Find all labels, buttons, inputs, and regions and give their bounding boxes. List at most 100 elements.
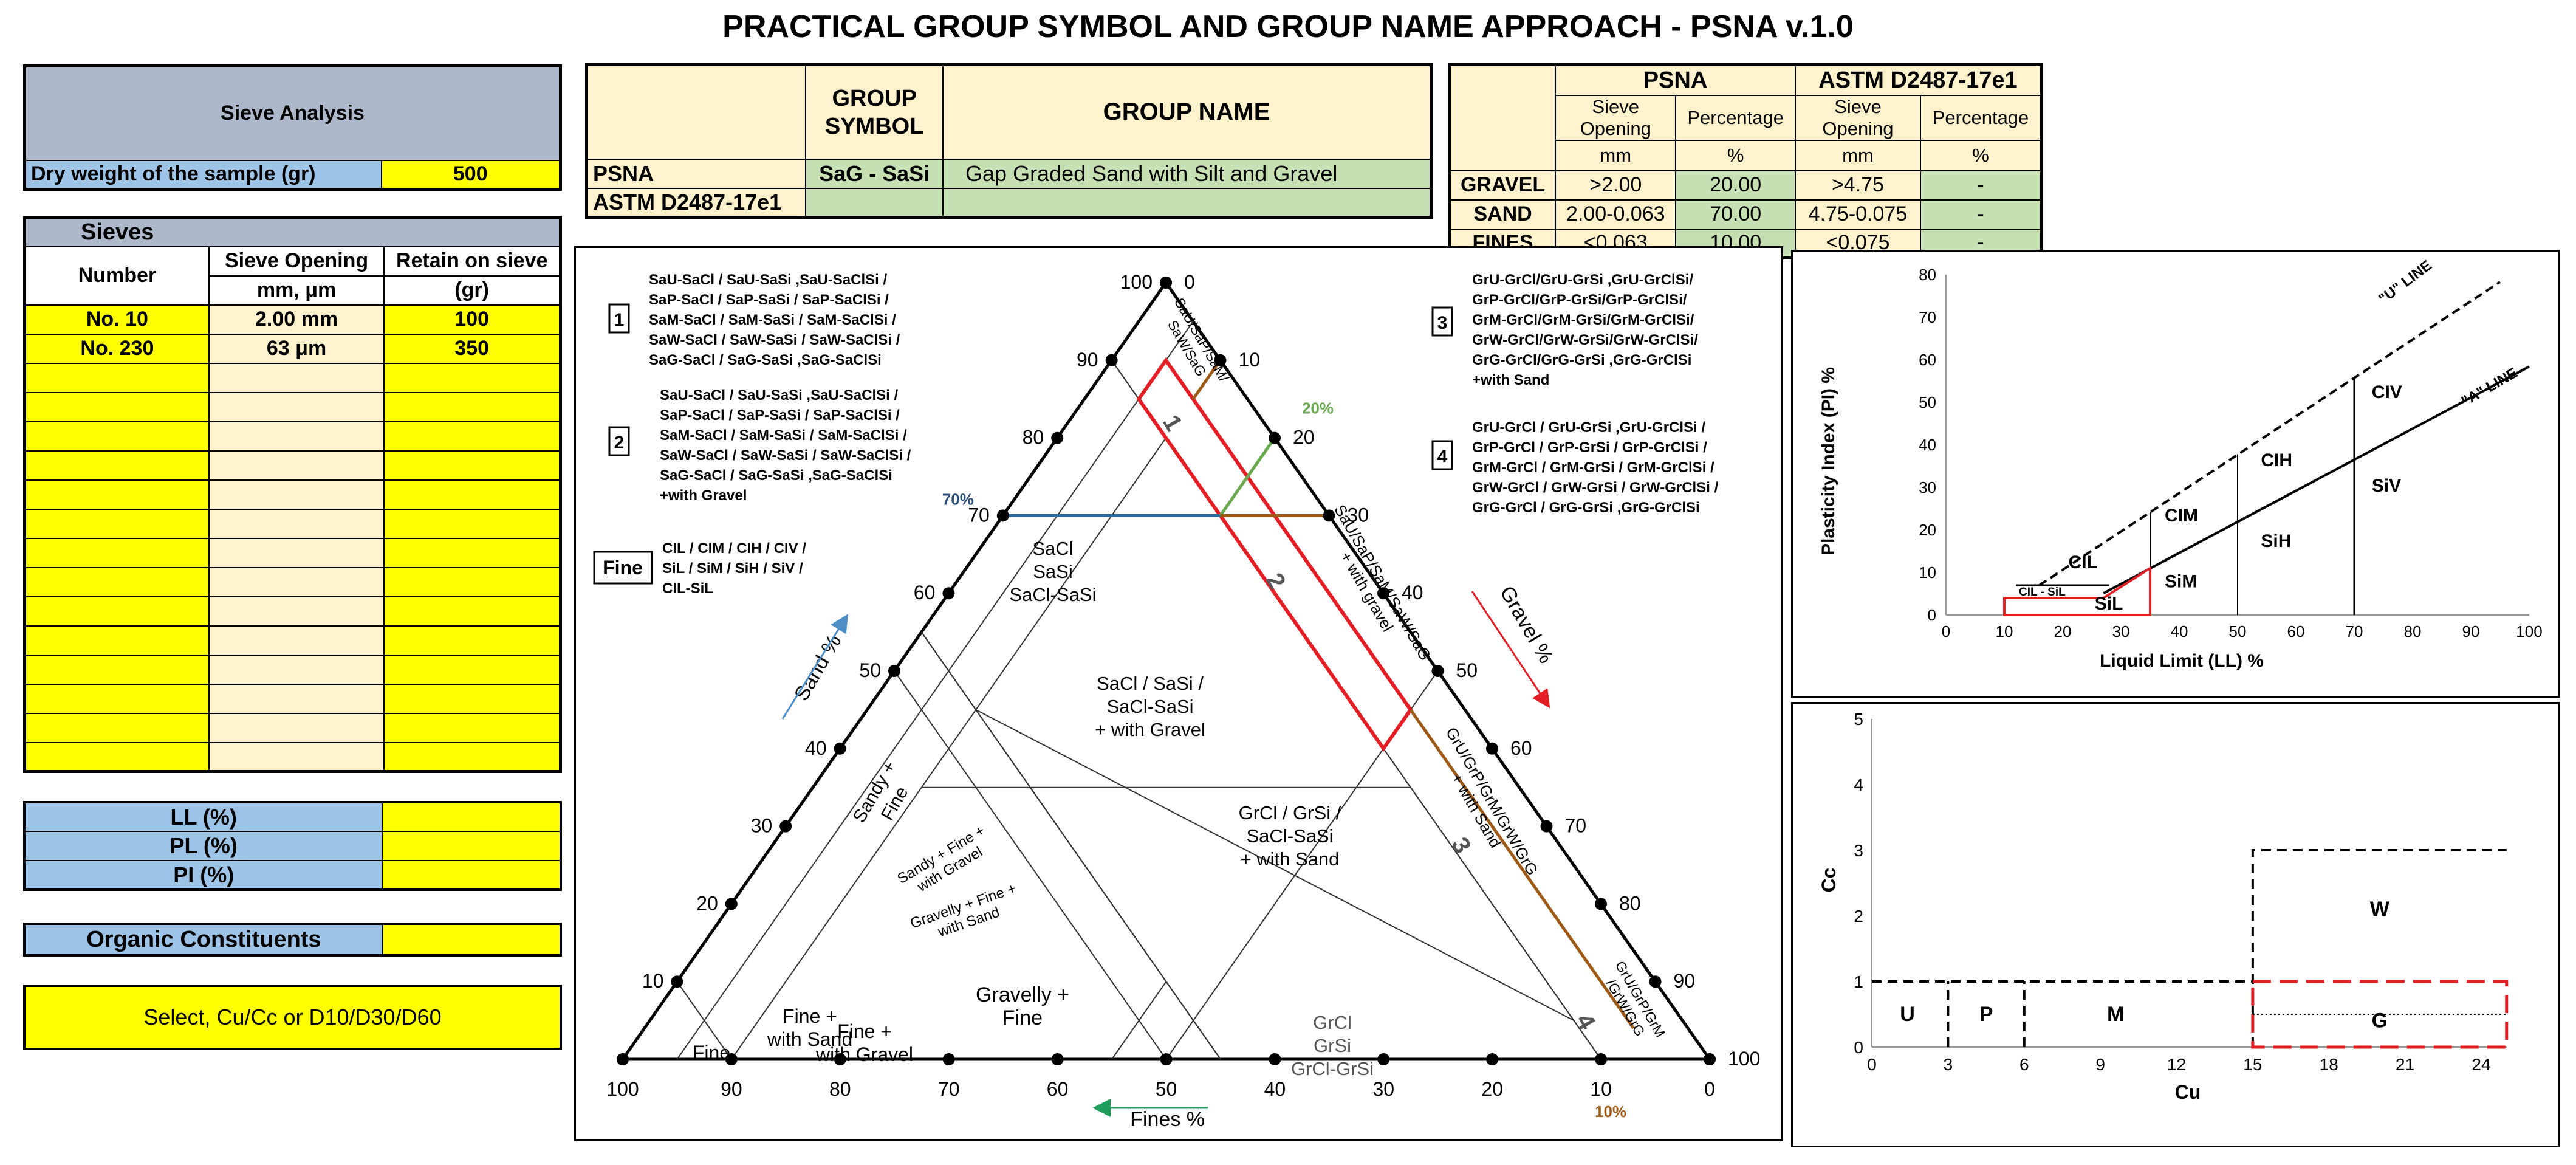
y-tick-label: 10 xyxy=(1919,563,1936,582)
zone-sacl: SaCl xyxy=(1032,538,1073,559)
sieve-number-cell[interactable] xyxy=(24,683,210,714)
x-tick-label: 0 xyxy=(1867,1055,1877,1074)
svg-text:+with Sand: +with Sand xyxy=(1472,372,1549,388)
bottom-tick-label: 100 xyxy=(606,1078,639,1100)
sieve-number-cell[interactable] xyxy=(24,421,210,452)
psna-pct-unit: % xyxy=(1675,139,1796,171)
sieve-retain-cell[interactable] xyxy=(383,625,561,656)
x-tick-label: 18 xyxy=(2320,1055,2338,1074)
sieve-number-cell[interactable] xyxy=(24,566,210,597)
tick-dot xyxy=(725,898,738,910)
right-tick-label: 60 xyxy=(1510,737,1532,759)
a-line xyxy=(2103,365,2530,594)
svg-text:4: 4 xyxy=(1571,1009,1601,1035)
y-tick-label: 50 xyxy=(1919,393,1936,411)
limits-table: LL (%) PL (%) PI (%) xyxy=(23,801,562,891)
svg-text:GrU-GrCl/GrU-GrSi ,GrU-GrClSi/: GrU-GrCl/GrU-GrSi ,GrU-GrClSi/ xyxy=(1472,272,1693,288)
sieve-retain-cell[interactable] xyxy=(383,391,561,422)
sieve-number-cell[interactable] xyxy=(24,741,210,772)
sieve-number-cell[interactable] xyxy=(24,479,210,510)
sieve-retain-cell[interactable] xyxy=(383,683,561,714)
sieve-retain-cell[interactable] xyxy=(383,508,561,539)
legend-4-box xyxy=(1431,440,1453,470)
gravel-strip-line xyxy=(1409,709,1635,1029)
dry-weight-input[interactable]: 500 xyxy=(380,159,561,190)
right-tick-label: 30 xyxy=(1348,504,1369,526)
sieve-number-cell[interactable] xyxy=(24,625,210,656)
sieve-retain-cell[interactable] xyxy=(383,479,561,510)
sieve-number-cell[interactable] xyxy=(24,450,210,481)
sand-axis-arrow xyxy=(781,614,848,720)
sieve-number-cell[interactable]: No. 230 xyxy=(24,333,210,364)
tick-dot xyxy=(1160,277,1172,289)
ll-input[interactable] xyxy=(382,802,561,832)
sieve-number-cell[interactable] xyxy=(24,596,210,627)
x-tick-label: 30 xyxy=(2112,622,2130,641)
sieve-opening-cell xyxy=(208,741,385,772)
sieve-number-cell[interactable]: No. 10 xyxy=(24,304,210,335)
zone-strip-4: GrU/GrP/GrM /GrW/GrG xyxy=(1603,958,1669,1040)
svg-text:SaW-SaCl / SaW-SaSi / SaW-SaCl: SaW-SaCl / SaW-SaSi / SaW-SaClSi / xyxy=(660,447,911,464)
sieve-number-cell[interactable] xyxy=(24,508,210,539)
y-tick-label: 4 xyxy=(1854,775,1863,794)
sieve-retain-cell[interactable] xyxy=(383,362,561,393)
tick-dot xyxy=(1269,431,1281,444)
sieve-opening-cell: 63 μm xyxy=(208,333,385,364)
sieve-retain-cell[interactable] xyxy=(383,596,561,627)
right-tick-label: 10 xyxy=(1239,349,1261,371)
svg-text:SaU-SaCl / SaU-SaSi ,SaU-SaClS: SaU-SaCl / SaU-SaSi ,SaU-SaClSi / xyxy=(660,387,898,404)
sieve-opening-cell xyxy=(208,450,385,481)
table-row xyxy=(24,537,561,568)
gravel-axis-arrow xyxy=(1471,591,1550,709)
left-tick-label: 30 xyxy=(751,815,773,837)
sieve-retain-cell[interactable] xyxy=(383,537,561,568)
zone-m: M xyxy=(2107,1003,2124,1026)
select-cu-cc-label: Select, Cu/Cc or D10/D30/D60 xyxy=(143,1005,442,1029)
gravel-marker-label: 20% xyxy=(1302,399,1334,418)
svg-text:GrG-GrCl / GrG-GrSi ,GrG-GrClS: GrG-GrCl / GrG-GrSi ,GrG-GrClSi xyxy=(1472,500,1700,516)
sieve-retain-cell[interactable] xyxy=(383,566,561,597)
legend-fine-box xyxy=(593,551,653,585)
sieve-retain-cell[interactable] xyxy=(383,712,561,743)
sieve-retain-cell[interactable]: 100 xyxy=(383,304,561,335)
sieve-number-cell[interactable] xyxy=(24,712,210,743)
sand-psna-opening: 2.00-0.063 xyxy=(1555,199,1677,230)
tick-dot xyxy=(1323,509,1335,522)
y-tick-label: 40 xyxy=(1919,436,1936,454)
sieves-table: Sieves Number Sieve Opening Retain on si… xyxy=(23,216,562,773)
sieve-retain-cell[interactable]: 350 xyxy=(383,333,561,364)
legend-1-box xyxy=(608,303,630,334)
svg-text:GrW-GrCl/GrW-GrSi/GrW-GrClSi/: GrW-GrCl/GrW-GrSi/GrW-GrClSi/ xyxy=(1472,332,1698,348)
right-tick-label: 40 xyxy=(1402,582,1423,603)
gravel-label: GRAVEL xyxy=(1448,170,1557,201)
sieve-retain-cell[interactable] xyxy=(383,654,561,685)
table-row: No. 10 2.00 mm 100 xyxy=(24,304,561,335)
y-tick-label: 70 xyxy=(1919,308,1936,326)
pl-input[interactable] xyxy=(382,831,561,861)
sieve-number-cell[interactable] xyxy=(24,654,210,685)
sieve-retain-cell[interactable] xyxy=(383,450,561,481)
sieve-number-cell[interactable] xyxy=(24,391,210,422)
astm-group-name xyxy=(942,187,1432,218)
pi-input[interactable] xyxy=(382,860,561,890)
svg-text:Fine: Fine xyxy=(1002,1006,1043,1029)
ternary-division-line xyxy=(731,709,977,1060)
sieve-retain-cell[interactable] xyxy=(383,741,561,772)
ternary-zone-labels: SaCl SaSi SaCl-SaSi SaCl / SaSi / SaCl-S… xyxy=(693,538,1374,1079)
tick-dot xyxy=(1431,665,1444,677)
select-cu-cc-button[interactable]: Select, Cu/Cc or D10/D30/D60 xyxy=(23,985,562,1050)
svg-text:SaU-SaCl / SaU-SaSi ,SaU-SaClS: SaU-SaCl / SaU-SaSi ,SaU-SaClSi / xyxy=(649,272,887,288)
organic-input[interactable] xyxy=(382,923,562,956)
x-tick-label: 3 xyxy=(1944,1055,1953,1074)
left-tick-label: 80 xyxy=(1023,427,1044,448)
sieve-number-cell[interactable] xyxy=(24,362,210,393)
y-tick-label: 0 xyxy=(1854,1038,1863,1057)
sieve-retain-cell[interactable] xyxy=(383,421,561,452)
zone-fine-gravel: Fine + xyxy=(837,1020,892,1042)
sieve-number-cell[interactable] xyxy=(24,537,210,568)
astm-opening-header: Sieve Opening xyxy=(1794,94,1922,141)
gravel-20-line xyxy=(1219,437,1276,517)
sieve-analysis-panel: Sieve Analysis Dry weight of the sample … xyxy=(23,64,562,191)
